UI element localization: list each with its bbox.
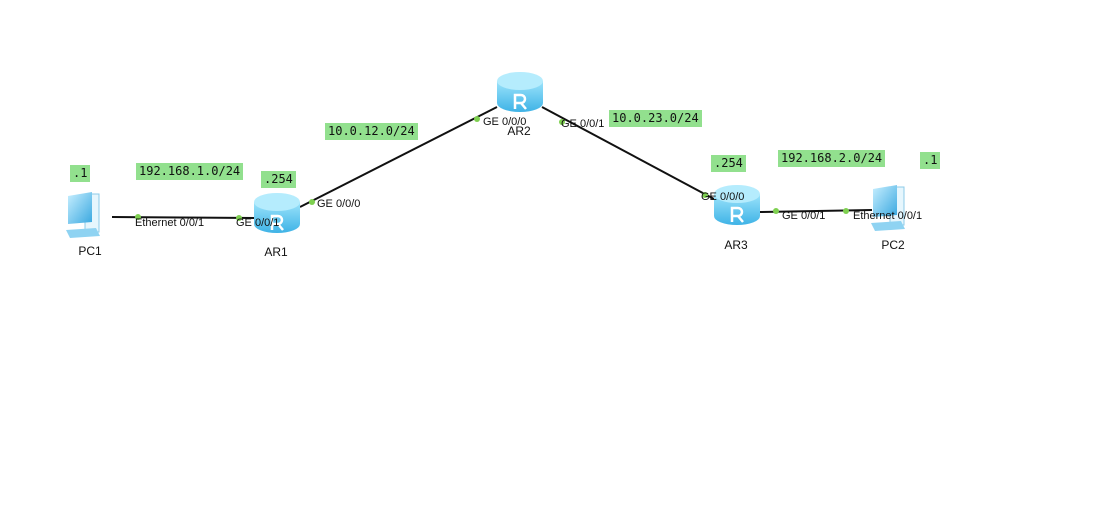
port-label: GE 0/0/0 bbox=[317, 198, 361, 210]
ip-label[interactable]: .254 bbox=[261, 171, 296, 188]
port-dot bbox=[236, 215, 242, 221]
device-label-pc2: PC2 bbox=[881, 238, 905, 252]
port-label: GE 0/0/0 bbox=[701, 191, 745, 203]
port-dot bbox=[135, 214, 141, 220]
link-ar1-ar2[interactable] bbox=[299, 106, 498, 208]
port-dot bbox=[702, 192, 708, 198]
device-label-ar2: AR2 bbox=[507, 124, 531, 138]
link-ar2-ar3[interactable] bbox=[541, 106, 715, 200]
device-label-ar3: AR3 bbox=[724, 238, 748, 252]
port-dot bbox=[474, 116, 480, 122]
port-label: Ethernet 0/0/1 bbox=[135, 217, 205, 229]
port-dot bbox=[843, 208, 849, 214]
router-r-glyph bbox=[730, 206, 744, 223]
router-icon-ar1[interactable] bbox=[254, 193, 300, 233]
device-label-pc1: PC1 bbox=[78, 244, 102, 258]
port-label: GE 0/0/1 bbox=[236, 217, 280, 229]
device-label-ar1: AR1 bbox=[264, 245, 288, 259]
port-label: GE 0/0/1 bbox=[782, 210, 826, 222]
subnet-label[interactable]: 10.0.12.0/24 bbox=[325, 123, 418, 140]
subnet-label[interactable]: 10.0.23.0/24 bbox=[609, 110, 702, 127]
port-dot bbox=[309, 199, 315, 205]
ip-label[interactable]: .1 bbox=[920, 152, 941, 169]
router-r-glyph bbox=[513, 93, 527, 110]
router-r-glyph bbox=[270, 214, 284, 231]
subnet-label[interactable]: 192.168.1.0/24 bbox=[136, 163, 244, 180]
port-label: Ethernet 0/0/1 bbox=[853, 210, 923, 222]
subnet-label[interactable]: 192.168.2.0/24 bbox=[778, 150, 886, 167]
router-icon-ar2[interactable] bbox=[497, 72, 543, 112]
pc-icon-pc2[interactable] bbox=[871, 185, 905, 231]
pc-icon-pc1[interactable] bbox=[66, 192, 100, 238]
port-label: GE 0/0/0 bbox=[483, 116, 527, 128]
router-icon-ar3[interactable] bbox=[714, 185, 760, 225]
ip-label[interactable]: .1 bbox=[70, 165, 91, 182]
ip-label[interactable]: .254 bbox=[711, 155, 746, 172]
port-dot bbox=[773, 208, 779, 214]
port-label: GE 0/0/1 bbox=[561, 118, 605, 130]
port-dot bbox=[559, 119, 565, 125]
